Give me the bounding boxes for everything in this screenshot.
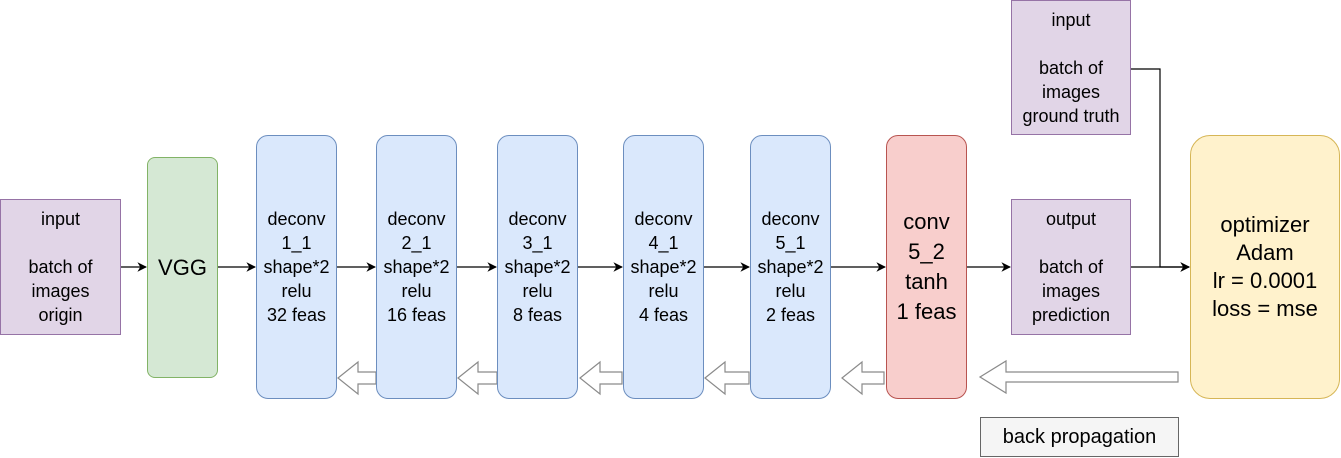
deconv-line: shape*2: [383, 257, 450, 277]
deconv-line: deconv: [267, 209, 326, 229]
deconv-line: shape*2: [504, 257, 571, 277]
input-ground-truth-line: images: [1041, 81, 1101, 102]
backprop-arrow-2: [457, 360, 498, 396]
deconv-3-box: deconv 3_1 shape*2 relu 8 feas: [497, 135, 578, 399]
deconv-line: deconv: [634, 209, 693, 229]
backprop-arrow-main: [978, 359, 1179, 395]
output-prediction-line: images: [1041, 281, 1101, 301]
deconv-line: relu: [401, 281, 432, 301]
optimizer-box: optimizer Adam lr = 0.0001 loss = mse: [1190, 135, 1340, 399]
output-prediction-title: output: [1045, 209, 1097, 229]
output-prediction-line: batch of: [1038, 257, 1104, 277]
vgg-label: VGG: [158, 254, 207, 280]
deconv-line: deconv: [761, 209, 820, 229]
deconv-line: 32 feas: [266, 305, 327, 325]
deconv-line: 1_1: [281, 233, 312, 253]
backprop-arrow-1: [337, 360, 377, 396]
deconv-2-box: deconv 2_1 shape*2 relu 16 feas: [376, 135, 457, 399]
deconv-line: 2 feas: [765, 305, 816, 325]
deconv-line: 5_1: [775, 233, 806, 253]
vgg-box: VGG: [147, 157, 218, 378]
deconv-line: relu: [281, 281, 312, 301]
input-ground-truth-line: batch of: [1038, 57, 1104, 78]
output-prediction-box: output batch of images prediction: [1011, 199, 1131, 335]
back-propagation-label-box: back propagation: [980, 417, 1179, 457]
deconv-4-box: deconv 4_1 shape*2 relu 4 feas: [623, 135, 704, 399]
deconv-line: deconv: [387, 209, 446, 229]
input-origin-title: input: [40, 209, 81, 229]
deconv-line: 4 feas: [638, 305, 689, 325]
deconv-5-box: deconv 5_1 shape*2 relu 2 feas: [750, 135, 831, 399]
optimizer-line: optimizer: [1220, 212, 1310, 237]
deconv-line: relu: [648, 281, 679, 301]
optimizer-line: lr = 0.0001: [1212, 268, 1318, 293]
back-propagation-label: back propagation: [1002, 425, 1157, 448]
input-origin-box: input batch of images origin: [0, 199, 121, 335]
deconv-1-box: deconv 1_1 shape*2 relu 32 feas: [256, 135, 337, 399]
input-ground-truth-line: ground truth: [1022, 105, 1120, 126]
arrow-ground-truth-to-optimizer: [1131, 68, 1190, 272]
input-origin-line: batch of: [28, 257, 93, 277]
deconv-line: relu: [775, 281, 806, 301]
conv-line: tanh: [905, 269, 948, 294]
conv-line: 1 feas: [896, 299, 957, 324]
optimizer-line: loss = mse: [1212, 296, 1318, 321]
optimizer-line: Adam: [1236, 240, 1294, 265]
conv-box: conv 5_2 tanh 1 feas: [886, 135, 967, 399]
deconv-line: shape*2: [757, 257, 824, 277]
deconv-line: 16 feas: [386, 305, 447, 325]
conv-line: conv: [903, 209, 950, 234]
input-ground-truth-title: input: [1051, 9, 1091, 30]
conv-line: 5_2: [908, 239, 945, 264]
deconv-line: relu: [522, 281, 553, 301]
deconv-line: deconv: [508, 209, 567, 229]
input-ground-truth-box: input batch of images ground truth: [1011, 0, 1131, 135]
backprop-arrow-4: [704, 360, 750, 396]
deconv-line: 4_1: [648, 233, 679, 253]
deconv-line: 2_1: [401, 233, 432, 253]
deconv-line: 8 feas: [512, 305, 563, 325]
input-origin-line: origin: [38, 305, 83, 325]
backprop-arrow-3: [579, 360, 623, 396]
backprop-arrow-5: [841, 360, 885, 396]
deconv-line: shape*2: [630, 257, 697, 277]
input-origin-line: images: [31, 281, 90, 301]
back-propagation-arrows: [337, 359, 1179, 396]
deconv-line: shape*2: [263, 257, 330, 277]
deconv-line: 3_1: [522, 233, 553, 253]
output-prediction-line: prediction: [1031, 305, 1111, 325]
forward-arrows: [121, 68, 1190, 272]
